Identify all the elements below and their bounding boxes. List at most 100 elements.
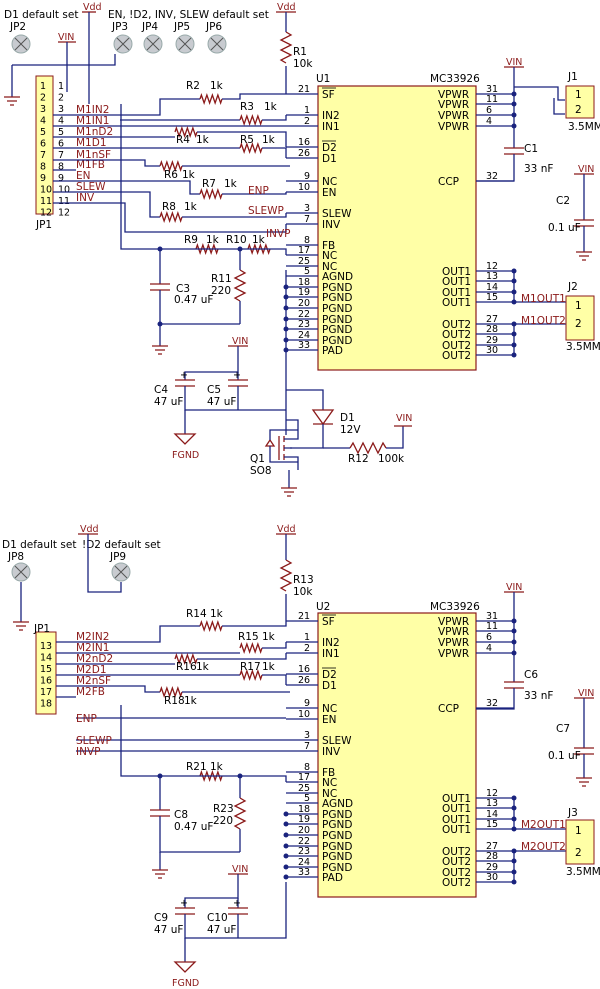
r10-value: 1k	[252, 234, 266, 246]
u2-pin-num-13: 13	[486, 798, 498, 809]
vdd-label-top: Vdd	[83, 2, 102, 13]
jumper-jp5: JP5	[173, 21, 195, 54]
u1-pin-out1-13: OUT1	[442, 276, 471, 288]
net-label-inv: INV	[76, 192, 95, 204]
u2-pin-fb-8: FB	[322, 767, 335, 779]
u1-pin-vpwr-11: VPWR	[438, 99, 469, 111]
r10-name: R10	[226, 234, 247, 246]
u1-pin-num-18: 18	[298, 277, 310, 288]
u1-pin-sf-21: SF	[322, 89, 335, 101]
r18-value: 1k	[184, 695, 198, 707]
invp-label-bottom: INVP	[76, 746, 100, 758]
vin-label-c5: VIN	[232, 336, 248, 347]
c6-name: C6	[524, 669, 538, 681]
u1-pin-num-12: 12	[486, 261, 498, 272]
c4-name: C4	[154, 384, 168, 396]
r18-name: R18	[164, 695, 185, 707]
u1-pin-num-20: 20	[298, 298, 310, 309]
jp1-header-bottom	[35, 631, 57, 715]
u2-pin-num-29: 29	[486, 862, 498, 873]
u2-pin-agnd-5: AGND	[322, 798, 353, 810]
jp1-pin-5: 5	[40, 127, 46, 138]
c10-value: 47 uF	[207, 924, 236, 936]
jp1-pin-2: 2	[40, 93, 46, 104]
jp1-pin-6: 6	[40, 139, 46, 150]
u2-pin-out2-27: OUT2	[442, 846, 471, 858]
u1-pin-inv-7: INV	[322, 219, 341, 231]
r13-value: 10k	[293, 586, 313, 598]
jp1-pin-4: 4	[40, 116, 46, 127]
jumper-jp8: JP8	[7, 551, 31, 582]
u2-pin-num-26: 26	[298, 675, 310, 686]
u2-pin-out2-28: OUT2	[442, 856, 471, 868]
svg-text:JP3: JP3	[111, 21, 128, 33]
u1-pin-num-27: 27	[486, 314, 498, 325]
u1-pin-out1-14: OUT1	[442, 287, 471, 299]
u2-pin-num-21: 21	[298, 611, 310, 622]
r6-value: 1k	[182, 169, 196, 181]
jp1-pin-13: 13	[40, 641, 52, 652]
u1-pin-out2-28: OUT2	[442, 329, 471, 341]
svg-text:2: 2	[575, 104, 582, 116]
feedback-network-top	[120, 104, 287, 355]
vin-label-c7: VIN	[578, 688, 594, 699]
net-label-m1fb: M1FB	[76, 159, 105, 171]
u1-name: U1	[316, 73, 330, 85]
u1-pin-num-22: 22	[298, 309, 310, 320]
j3-value: 3.5MM	[566, 866, 600, 878]
svg-text:JP4: JP4	[141, 21, 158, 33]
q1-mosfet	[264, 419, 299, 470]
u2-pin-pgnd-24: PGND	[322, 862, 352, 874]
u2-pin-num-20: 20	[298, 825, 310, 836]
j2-connector	[565, 295, 595, 341]
vin-label-u1: VIN	[506, 57, 522, 68]
r8-value: 1k	[184, 201, 198, 213]
m1out2-label: M1OUT2	[521, 315, 566, 327]
u2-pin-pgnd-18: PGND	[322, 809, 352, 821]
u2-pin-out1-14: OUT1	[442, 814, 471, 826]
net-label-m1nsf: M1nSF	[76, 149, 111, 161]
u1-pin-num-10: 10	[298, 182, 310, 193]
u1-pin-num-17: 17	[298, 245, 310, 256]
u1-pin-nc-9: NC	[322, 176, 337, 188]
j2-value: 3.5MM	[566, 341, 600, 353]
svg-text:+: +	[233, 370, 241, 381]
vin-label-top: VIN	[58, 32, 74, 43]
u2-pin-num-33: 33	[298, 867, 310, 878]
c6-value: 33 nF	[524, 690, 553, 702]
u1-pin-en-10: EN	[322, 187, 337, 199]
u1-pin-in2-1: IN2	[322, 110, 340, 122]
u2-pin-num-7: 7	[304, 741, 310, 752]
u1-pin-num-16: 16	[298, 137, 310, 148]
c8-name: C8	[174, 809, 188, 821]
u2-pin-out2-30: OUT2	[442, 877, 471, 889]
svg-text:1: 1	[575, 89, 582, 101]
enp-label: ENP	[248, 185, 269, 197]
jp1-pin-3: 3	[40, 104, 46, 115]
r17-name: R17	[240, 661, 261, 673]
u2-pin-pgnd-20: PGND	[322, 830, 352, 842]
c9-value: 47 uF	[154, 924, 183, 936]
u1-pin-num-3: 3	[304, 203, 310, 214]
u2-pin-num-1: 1	[304, 632, 310, 643]
r23-name: R23	[213, 803, 234, 815]
vdd-label-bottom: Vdd	[80, 524, 99, 535]
r11-value: 220	[211, 285, 231, 297]
vdd-label-r1: Vdd	[277, 2, 296, 13]
u1-pin-pad-33: PAD	[322, 345, 343, 357]
u2-pin-ccp-32: CCP	[438, 703, 459, 715]
u1-chip	[317, 85, 477, 371]
c7-value: 0.1 uF	[548, 750, 581, 762]
j3-name: J3	[567, 807, 578, 819]
jp1-pin-10: 10	[40, 185, 52, 196]
svg-text:JP6: JP6	[205, 21, 222, 33]
u2-pin-num-31: 31	[486, 611, 498, 622]
r1-value: 10k	[293, 58, 313, 70]
net-label-m2fb: M2FB	[76, 686, 105, 698]
u2-pin-pgnd-22: PGND	[322, 841, 352, 853]
u2-pin-num-6: 6	[486, 632, 492, 643]
u2-pin-en-10: EN	[322, 714, 337, 726]
note-d1-default-bottom: D1 default set	[2, 539, 76, 551]
u2-pin-nc-25: NC	[322, 788, 337, 800]
u1-pin-pgnd-24: PGND	[322, 335, 352, 347]
